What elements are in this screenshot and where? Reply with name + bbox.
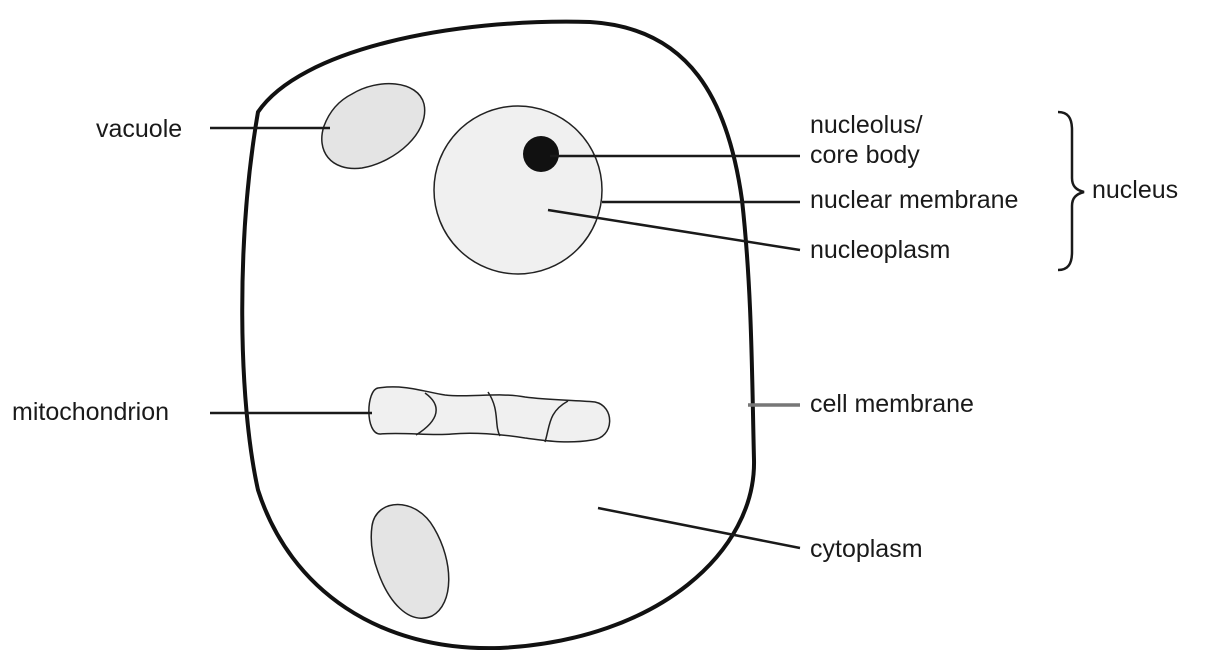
- nucleus-body: [434, 106, 602, 274]
- label-nucleus: nucleus: [1092, 176, 1178, 204]
- nucleus-brace: [1058, 112, 1084, 270]
- label-nuclear-membrane: nuclear membrane: [810, 186, 1018, 214]
- label-core-body: core body: [810, 141, 920, 169]
- label-nucleolus: nucleolus/: [810, 111, 923, 139]
- label-cytoplasm: cytoplasm: [810, 535, 923, 563]
- label-mitochondrion: mitochondrion: [12, 398, 169, 426]
- label-vacuole: vacuole: [96, 115, 182, 143]
- label-cell-membrane: cell membrane: [810, 390, 974, 418]
- nucleolus-dot: [523, 136, 559, 172]
- label-nucleoplasm: nucleoplasm: [810, 236, 950, 264]
